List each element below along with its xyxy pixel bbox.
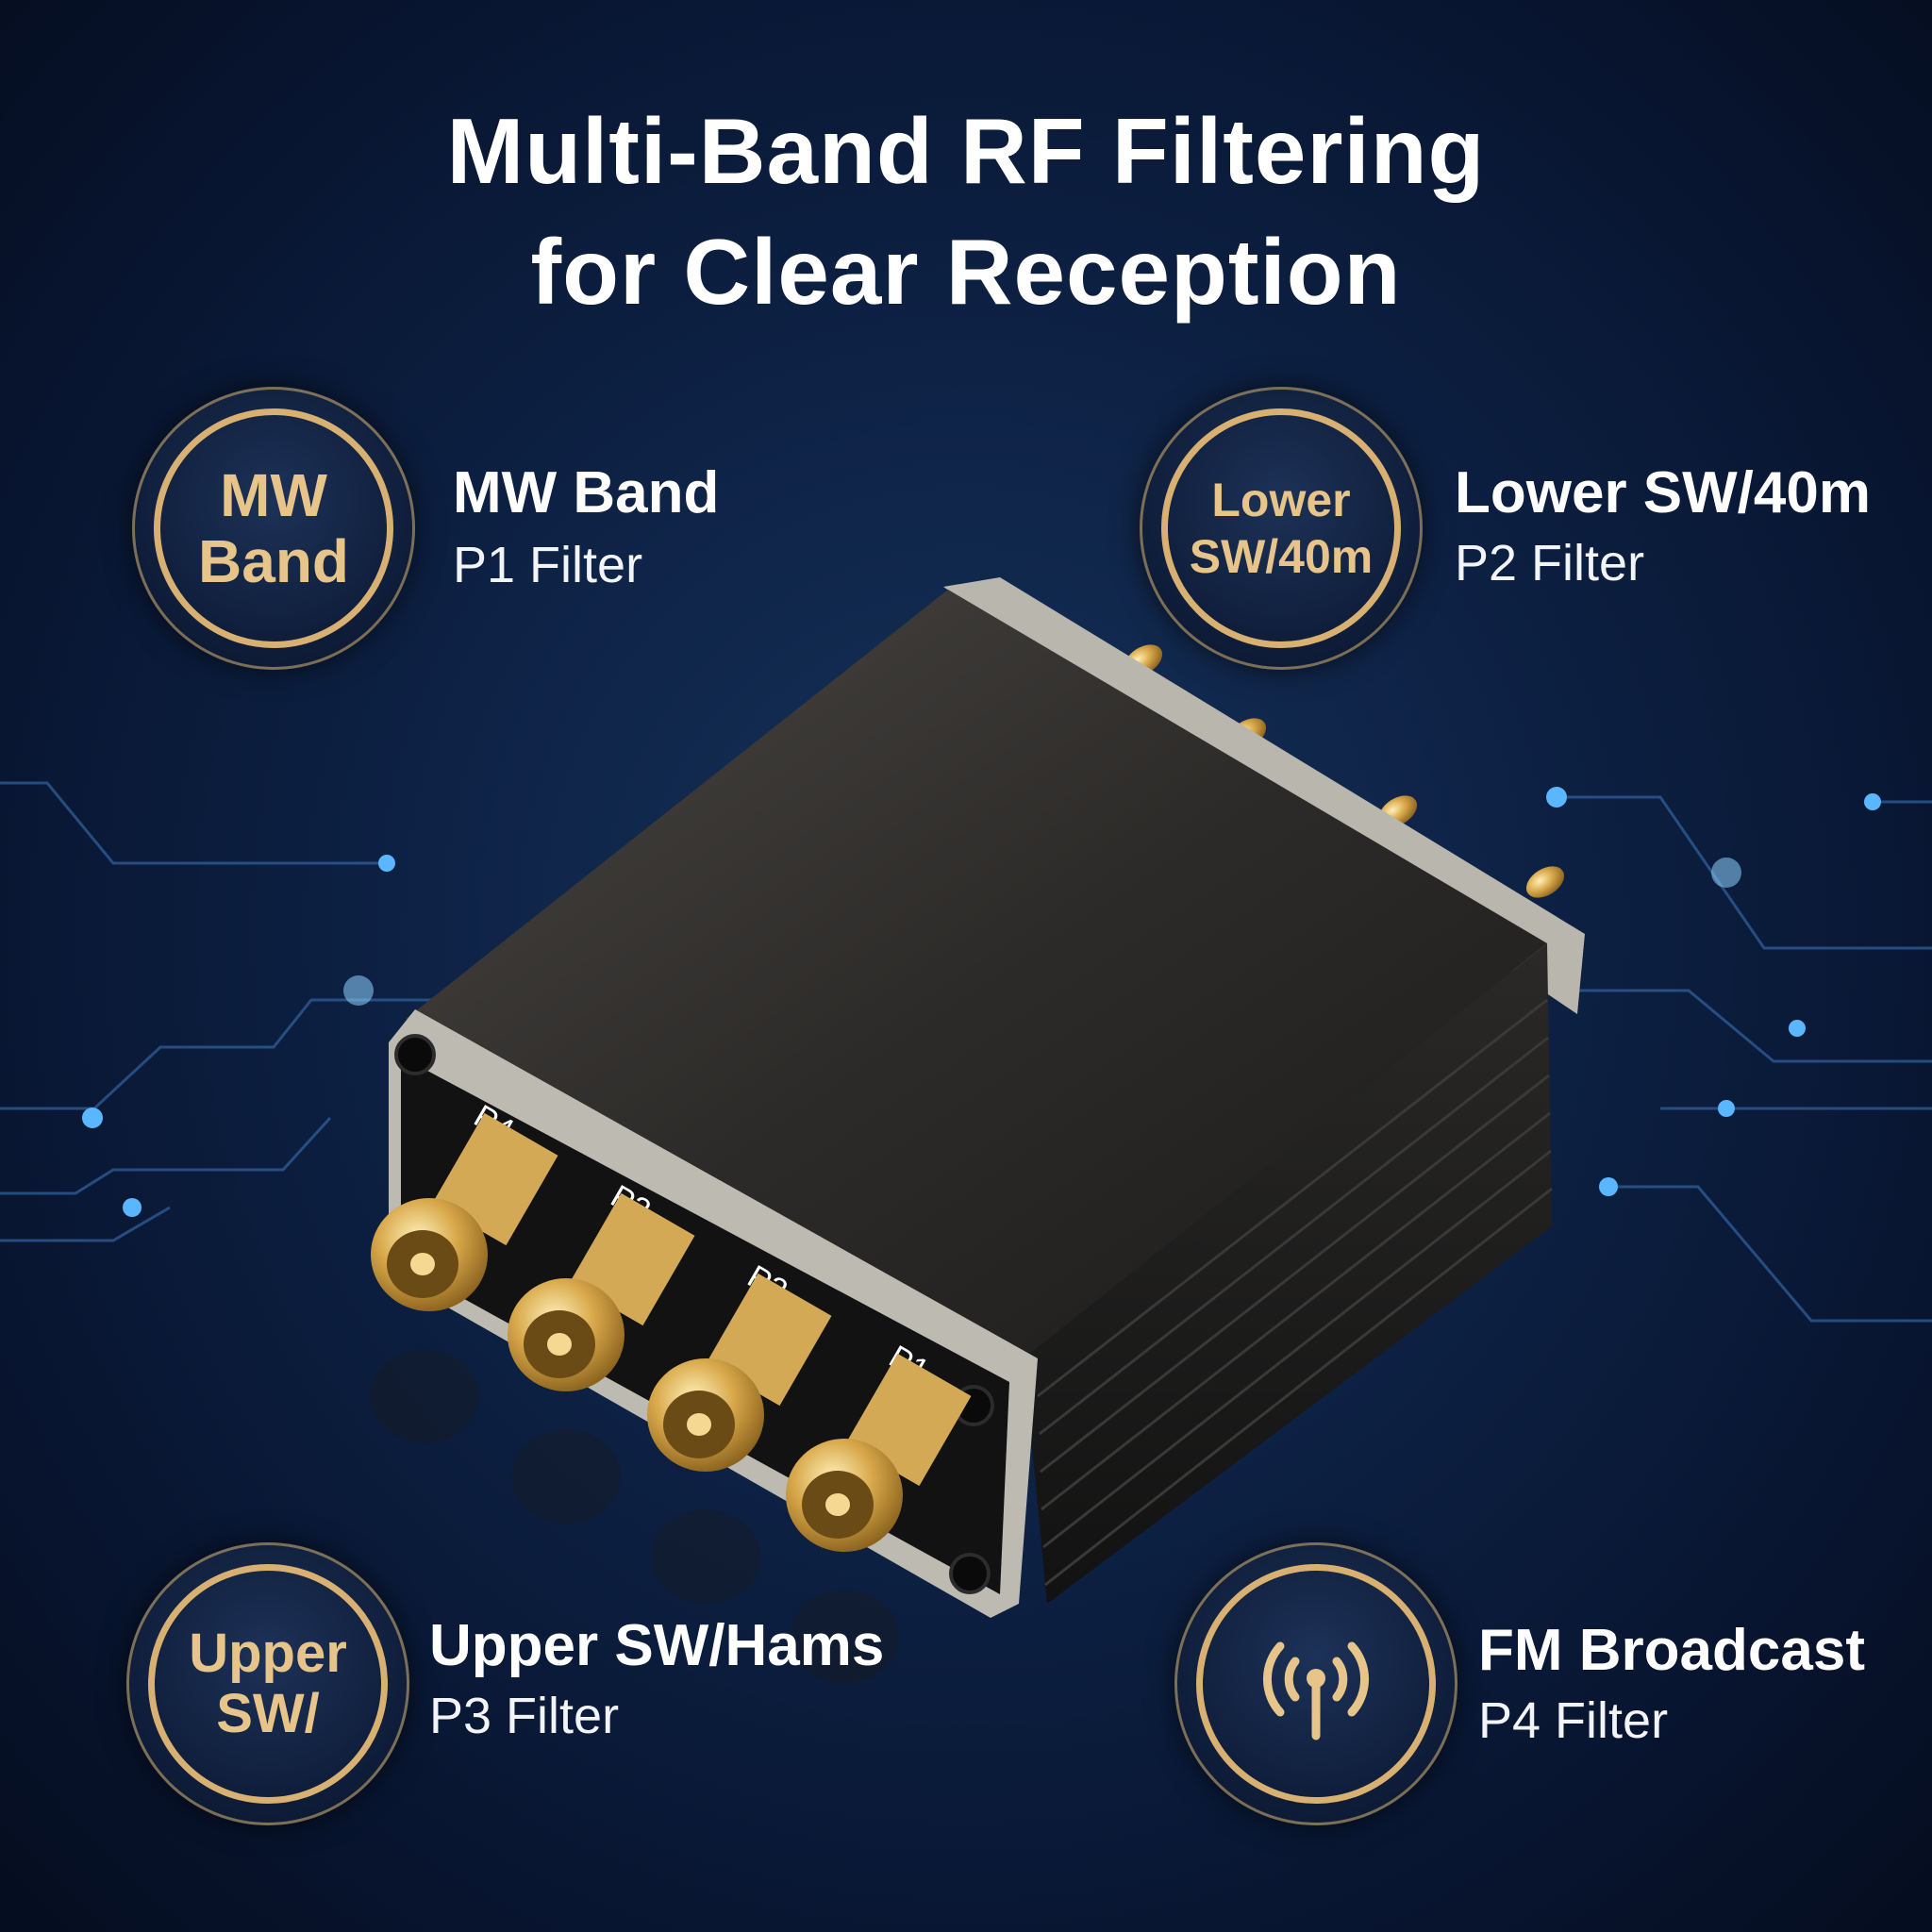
badge-lower-sw: Lower SW/40m bbox=[1140, 387, 1423, 670]
page-title: Multi-Band RF Filtering for Clear Recept… bbox=[0, 91, 1932, 332]
feature-subtitle-lower-sw: P2 Filter bbox=[1455, 535, 1645, 591]
feature-subtitle-fm: P4 Filter bbox=[1478, 1692, 1669, 1749]
badge-lower-line1: Lower bbox=[1211, 474, 1351, 526]
badge-lower-line2: SW/40m bbox=[1189, 530, 1374, 583]
badge-upper-line2: SW/ bbox=[216, 1683, 320, 1744]
feature-subtitle-mw: P1 Filter bbox=[453, 537, 643, 593]
feature-title-mw: MW Band bbox=[453, 460, 720, 525]
sma-connector-p4 bbox=[371, 1112, 558, 1311]
sma-connector-p2 bbox=[647, 1273, 832, 1472]
badge-mw-line2: Band bbox=[198, 527, 349, 595]
feature-subtitle-upper-sw: P3 Filter bbox=[429, 1688, 620, 1744]
title-line-1: Multi-Band RF Filtering bbox=[446, 99, 1486, 203]
sma-connector-p3 bbox=[508, 1192, 695, 1391]
badge-upper-sw: Upper SW/ bbox=[126, 1542, 409, 1825]
title-line-2: for Clear Reception bbox=[530, 220, 1402, 324]
badge-upper-line1: Upper bbox=[189, 1623, 347, 1684]
badge-mw-line1: MW bbox=[220, 461, 327, 529]
sma-connector-p1 bbox=[786, 1353, 972, 1552]
feature-title-lower-sw: Lower SW/40m bbox=[1455, 460, 1871, 525]
radio-antenna-icon bbox=[1263, 1641, 1369, 1740]
feature-title-upper-sw: Upper SW/Hams bbox=[429, 1613, 885, 1678]
badge-fm-broadcast bbox=[1174, 1542, 1457, 1825]
feature-title-fm: FM Broadcast bbox=[1478, 1618, 1865, 1683]
badge-mw-band: MW Band bbox=[132, 387, 415, 670]
